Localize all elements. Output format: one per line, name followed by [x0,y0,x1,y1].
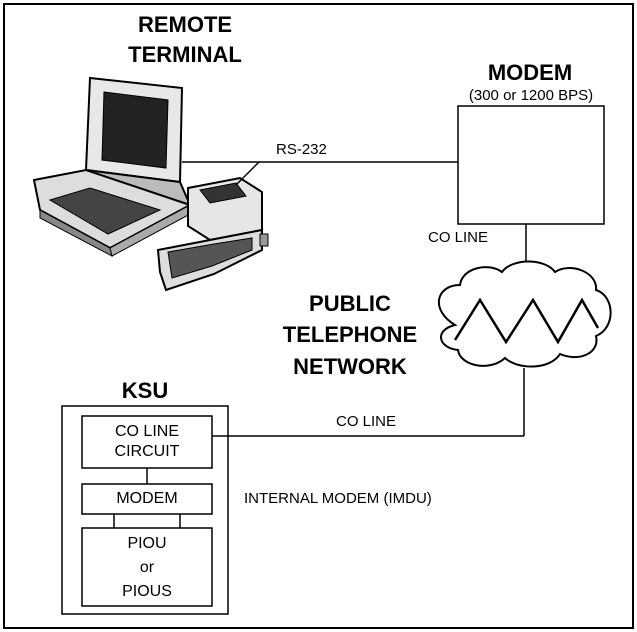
remote-terminal-label-line2: TERMINAL [128,42,242,67]
public-network-line2: TELEPHONE [282,322,418,347]
printer-icon [156,176,269,292]
co-line-bottom-label: CO LINE [336,413,397,430]
laptop-icon [32,76,193,257]
imdu-label: MODEM [116,490,178,507]
public-network-line3: NETWORK [293,354,407,379]
modem-speed: (300 or 1200 BPS) [468,87,594,104]
piou-line1: PIOU [127,535,167,552]
co-line-top-label: CO LINE [428,229,489,246]
public-network-line1: PUBLIC [309,291,391,316]
ksu-box [61,405,229,615]
printer-branch-line [235,161,260,186]
co-line-circuit-line2: CIRCUIT [114,443,180,460]
piou-line3: PIOUS [122,583,172,600]
rs232-label: RS-232 [276,141,327,158]
piou-line2: or [139,559,155,576]
outer-frame [3,3,634,629]
imdu-box [81,483,213,515]
signal-wave [453,297,600,345]
modem-box [457,105,605,225]
ksu-label: KSU [121,378,169,403]
co-line-circuit-line1: CO LINE [114,423,179,440]
piou-box [81,527,213,607]
remote-terminal-label-line1: REMOTE [137,12,233,37]
internal-modem-label: INTERNAL MODEM (IMDU) [244,490,432,507]
modem-title: MODEM [487,60,573,85]
